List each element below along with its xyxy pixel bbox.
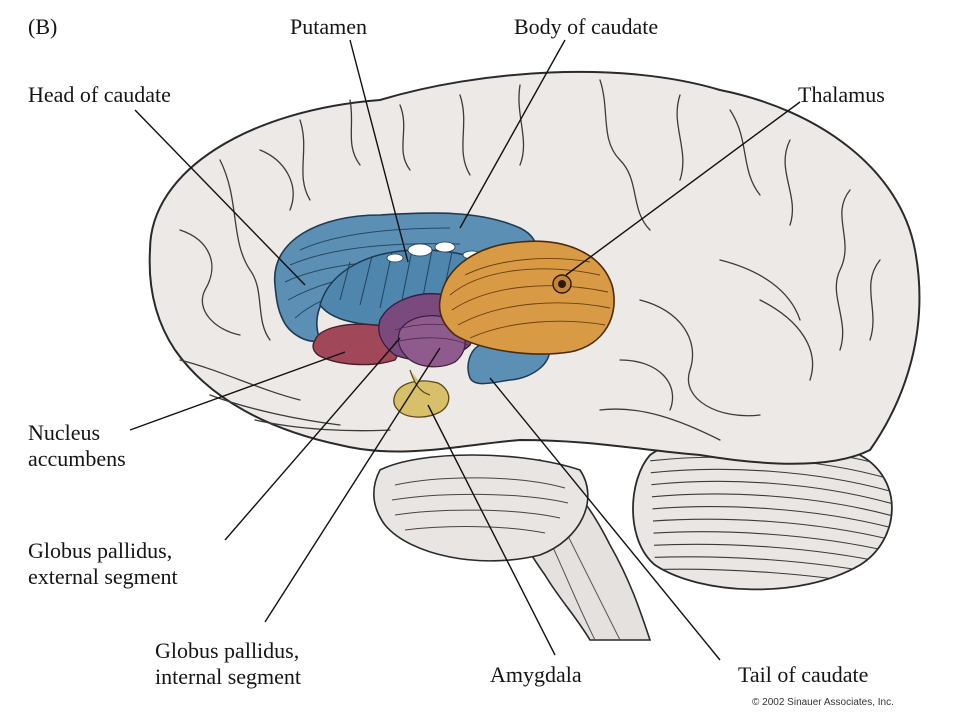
thalamus [438,240,615,355]
nucleus-accumbens [312,323,400,366]
amygdala [393,380,450,418]
label-putamen: Putamen [290,14,367,39]
label-gp-external: Globus pallidus, external segment [28,538,178,590]
label-amygdala: Amygdala [490,662,582,687]
leader-gp-internal [264,347,441,623]
label-head-of-caudate: Head of caudate [28,82,171,107]
label-nucleus-accumbens-line1: Nucleus [28,420,101,445]
leader-nucleus-accumbens [129,351,346,431]
label-nucleus-accumbens-line2: accumbens [28,446,126,471]
leader-tail-of-caudate [489,377,721,661]
label-tail-of-caudate: Tail of caudate [738,662,869,687]
copyright-notice: © 2002 Sinauer Associates, Inc. [752,697,894,708]
panel-label: (B) [28,14,58,39]
label-gp-internal-line1: Globus pallidus, [155,638,300,663]
leader-thalamus [565,101,801,276]
label-gp-external-line1: Globus pallidus, [28,538,173,563]
leader-body-of-caudate [459,39,566,229]
label-gp-internal-line2: internal segment [155,664,302,689]
label-body-of-caudate: Body of caudate [514,14,659,39]
leader-head-of-caudate [134,109,306,286]
label-gp-external-line2: external segment [28,564,178,589]
label-gp-internal: Globus pallidus, internal segment [155,638,301,690]
label-nucleus-accumbens: Nucleus accumbens [28,420,126,472]
leader-lines [129,39,801,661]
leader-putamen [349,39,409,263]
leader-gp-external [224,337,401,541]
label-thalamus: Thalamus [798,82,885,107]
leader-amygdala [427,404,556,656]
